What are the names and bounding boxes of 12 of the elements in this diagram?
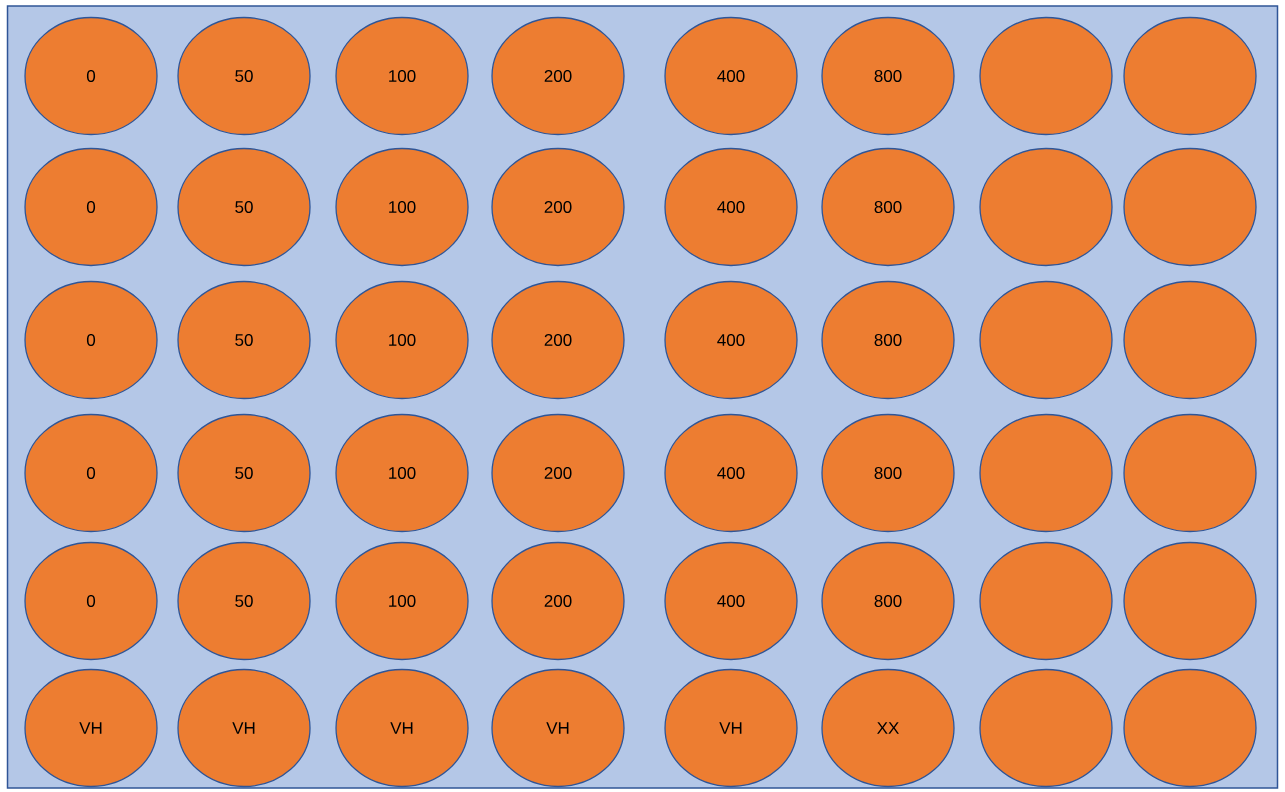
well-ellipse	[1123, 280, 1257, 400]
well-ellipse	[979, 413, 1113, 533]
well-ellipse	[1123, 541, 1257, 661]
well-ellipse	[1123, 16, 1257, 136]
well-ellipse	[979, 147, 1113, 267]
well-ellipse	[979, 668, 1113, 788]
well-ellipse	[979, 280, 1113, 400]
well-ellipse	[1123, 147, 1257, 267]
well-ellipse	[1123, 668, 1257, 788]
well-ellipse	[979, 541, 1113, 661]
well-ellipse	[979, 16, 1113, 136]
well-ellipse	[1123, 413, 1257, 533]
